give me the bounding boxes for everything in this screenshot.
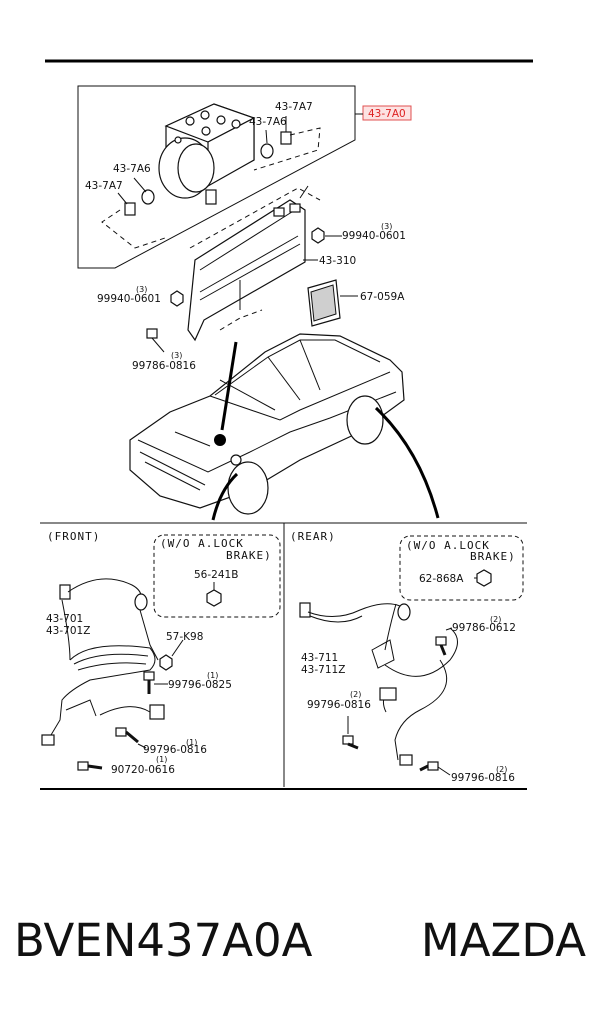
label-43-701: 43-701 xyxy=(46,613,83,625)
label-99786-0612-qty: (2) xyxy=(490,615,501,624)
label-43-701Z: 43-701Z xyxy=(46,625,90,637)
label-99940-right-qty: (3) xyxy=(381,222,392,231)
nut-56-241B xyxy=(206,582,222,607)
bolt-99786-0612 xyxy=(435,627,453,656)
front-section-title: (FRONT) xyxy=(47,530,100,543)
label-437A6-left: 43-7A6 xyxy=(113,163,151,175)
label-437A6-top: 43-7A6 xyxy=(249,116,287,128)
label-43-711Z: 43-711Z xyxy=(301,664,345,676)
label-437A0: 43-7A0 xyxy=(368,108,406,120)
rear-wo-line2: BRAKE) xyxy=(470,550,516,563)
fitting-437A6-left xyxy=(133,177,155,205)
label-99786-qty: (3) xyxy=(171,351,182,360)
fitting-437A7-left xyxy=(117,192,136,216)
front-wo-line2: BRAKE) xyxy=(226,549,272,562)
label-90720: 90720-0616 xyxy=(111,764,175,776)
rear-sensor-harness xyxy=(299,602,458,766)
nut-62-868A xyxy=(474,569,492,587)
hydraulic-unit-drawing xyxy=(158,103,256,205)
front-wo-box xyxy=(153,534,281,618)
bracket-43-310 xyxy=(187,185,321,342)
label-437A7-top: 43-7A7 xyxy=(275,101,313,113)
bolt-99786-0816 xyxy=(146,328,165,353)
caption-part-number: BVEN437A0A xyxy=(14,913,313,967)
rear-section-title: (REAR) xyxy=(290,530,336,543)
pointer-rear xyxy=(374,406,440,519)
label-99796-0825: 99796-0825 xyxy=(168,679,232,691)
hydraulic-unit-panel xyxy=(77,85,412,269)
label-99940-left-qty: (3) xyxy=(136,285,147,294)
pointer-to-hu xyxy=(220,341,238,431)
label-99796-0816-rear-left-qty: (2) xyxy=(350,690,361,699)
label-43-310: 43-310 xyxy=(319,255,356,267)
label-57-K98: 57-K98 xyxy=(166,631,203,643)
label-99940-right: 99940-0601 xyxy=(342,230,406,242)
nut-99940-right xyxy=(311,227,342,244)
front-sensor-harness xyxy=(41,578,165,746)
label-62-868A: 62-868A xyxy=(419,573,464,585)
fitting-437A6-top xyxy=(260,129,274,159)
label-90720-qty: (1) xyxy=(156,755,167,764)
rear-wo-line1: (W/O A.LOCK xyxy=(406,539,490,552)
pointer-front xyxy=(211,472,239,521)
highlight-box xyxy=(362,105,412,121)
label-43-711: 43-711 xyxy=(301,652,338,664)
label-437A7-left: 43-7A7 xyxy=(85,180,123,192)
car-illustration xyxy=(129,333,405,515)
nut-57-K98 xyxy=(159,639,184,671)
rear-wo-box xyxy=(399,535,524,601)
label-99796-0816-rear-right: 99796-0816 xyxy=(451,772,515,784)
label-99796-0825-qty: (1) xyxy=(207,671,218,680)
label-67-059A: 67-059A xyxy=(360,291,405,303)
label-56-241B: 56-241B xyxy=(194,569,238,581)
bolt-90720-0616 xyxy=(77,761,103,771)
label-99786-0612: 99786-0612 xyxy=(452,622,516,634)
nut-99940-left xyxy=(170,290,184,307)
fitting-437A7-top xyxy=(280,116,292,145)
label-99796-0816-front-qty: (1) xyxy=(186,738,197,747)
label-99796-0816-front: 99796-0816 xyxy=(143,744,207,756)
bolt-99796-0816-rear-left xyxy=(342,716,359,750)
label-99796-0816-rear-right-qty: (2) xyxy=(496,765,507,774)
bolt-99796-0825 xyxy=(143,671,168,694)
caption: BVEN437A0A MAZDA xyxy=(0,900,600,980)
caption-brand: MAZDA xyxy=(420,913,586,967)
label-99796-0816-rear-left: 99796-0816 xyxy=(307,699,371,711)
bolt-99796-0816-rear-right xyxy=(419,761,451,776)
bolt-99796-0816-front xyxy=(115,727,147,749)
module-67-059A xyxy=(307,279,358,327)
label-99786: 99786-0816 xyxy=(132,360,196,372)
front-wo-line1: (W/O A.LOCK xyxy=(160,537,244,550)
parts-diagram: 43-7A7 43-7A6 43-7A0 43-7A6 43-7A7 (3) 9… xyxy=(40,59,533,790)
label-99940-left: 99940-0601 xyxy=(97,293,161,305)
